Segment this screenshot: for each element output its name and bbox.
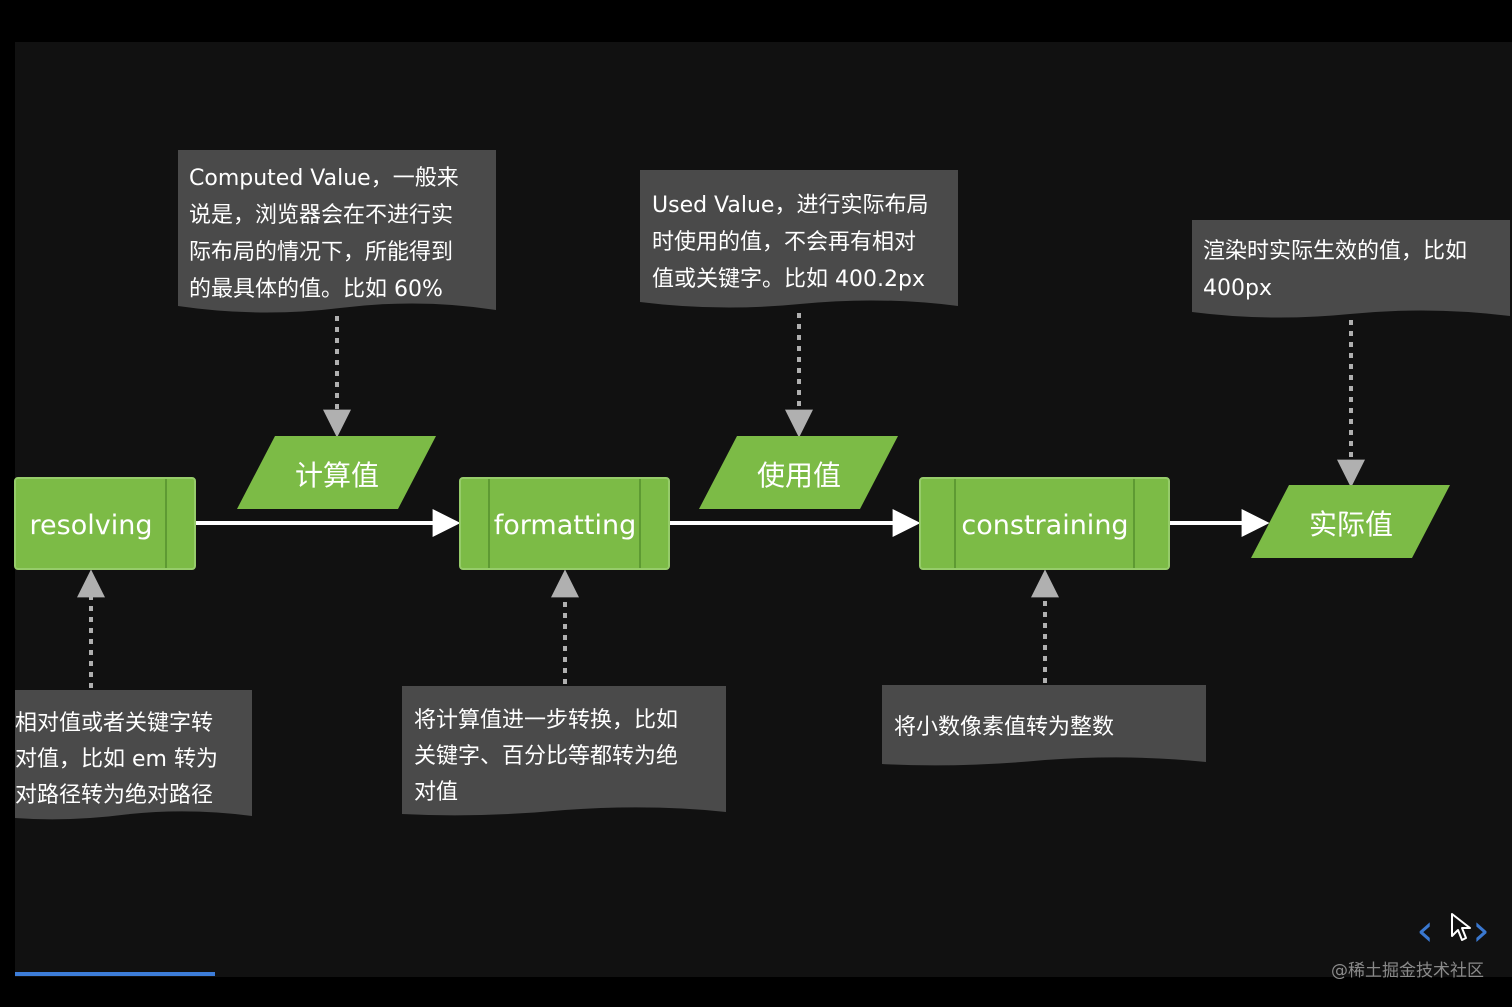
note-constraining: 将小数像素值转为整数 xyxy=(882,685,1206,766)
process-constraining-label: constraining xyxy=(961,510,1128,541)
note-resolving: 相对值或者关键字转 对值，比如 em 转为 对路径转为绝对路径 xyxy=(15,690,252,820)
note-computed-line-2: 说是，浏览器会在不进行实 xyxy=(189,203,453,228)
data-node-computed: 计算值 xyxy=(237,436,436,509)
note-formatting-line-1: 将计算值进一步转换，比如 xyxy=(414,708,678,733)
note-used-line-1: Used Value，进行实际布局 xyxy=(652,193,928,218)
note-computed-line-1: Computed Value，一般来 xyxy=(189,166,459,191)
note-used-line-3: 值或关键字。比如 400.2px xyxy=(652,267,925,292)
mouse-cursor-icon xyxy=(1451,913,1471,941)
note-computed-line-3: 际布局的情况下，所能得到 xyxy=(189,240,453,265)
note-formatting-line-3: 对值 xyxy=(414,780,458,805)
note-used-line-2: 时使用的值，不会再有相对 xyxy=(652,230,916,255)
process-formatting: formatting xyxy=(459,477,670,570)
data-node-computed-label: 计算值 xyxy=(295,459,379,492)
note-resolving-line-3: 对路径转为绝对路径 xyxy=(15,783,213,808)
prev-slide-button[interactable]: ‹ xyxy=(1416,905,1434,956)
note-resolving-line-1: 相对值或者关键字转 xyxy=(15,711,213,736)
data-node-used-label: 使用值 xyxy=(757,459,841,492)
note-actual-line-2: 400px xyxy=(1203,276,1272,301)
note-actual: 渲染时实际生效的值，比如 400px xyxy=(1192,220,1510,318)
data-node-actual-label: 实际值 xyxy=(1309,508,1393,541)
watermark: @稀土掘金技术社区 xyxy=(1331,961,1484,981)
note-formatting-line-2: 关键字、百分比等都转为绝 xyxy=(414,744,678,769)
note-used: Used Value，进行实际布局 时使用的值，不会再有相对 值或关键字。比如 … xyxy=(640,170,958,308)
data-node-used: 使用值 xyxy=(699,436,898,509)
note-formatting: 将计算值进一步转换，比如 关键字、百分比等都转为绝 对值 xyxy=(402,686,726,816)
note-computed-line-4: 的最具体的值。比如 60% xyxy=(189,277,443,302)
process-resolving: resolving xyxy=(14,477,196,570)
note-resolving-line-2: 对值，比如 em 转为 xyxy=(15,747,218,772)
process-constraining: constraining xyxy=(919,477,1170,570)
process-resolving-label: resolving xyxy=(30,510,153,541)
note-constraining-line-1: 将小数像素值转为整数 xyxy=(894,715,1114,740)
data-node-actual: 实际值 xyxy=(1251,485,1450,558)
slide-progress-bar xyxy=(15,972,215,976)
next-slide-button[interactable]: › xyxy=(1472,905,1490,956)
note-computed: Computed Value，一般来 说是，浏览器会在不进行实 际布局的情况下，… xyxy=(178,150,496,313)
note-actual-line-1: 渲染时实际生效的值，比如 xyxy=(1203,239,1467,264)
process-formatting-label: formatting xyxy=(494,510,636,541)
